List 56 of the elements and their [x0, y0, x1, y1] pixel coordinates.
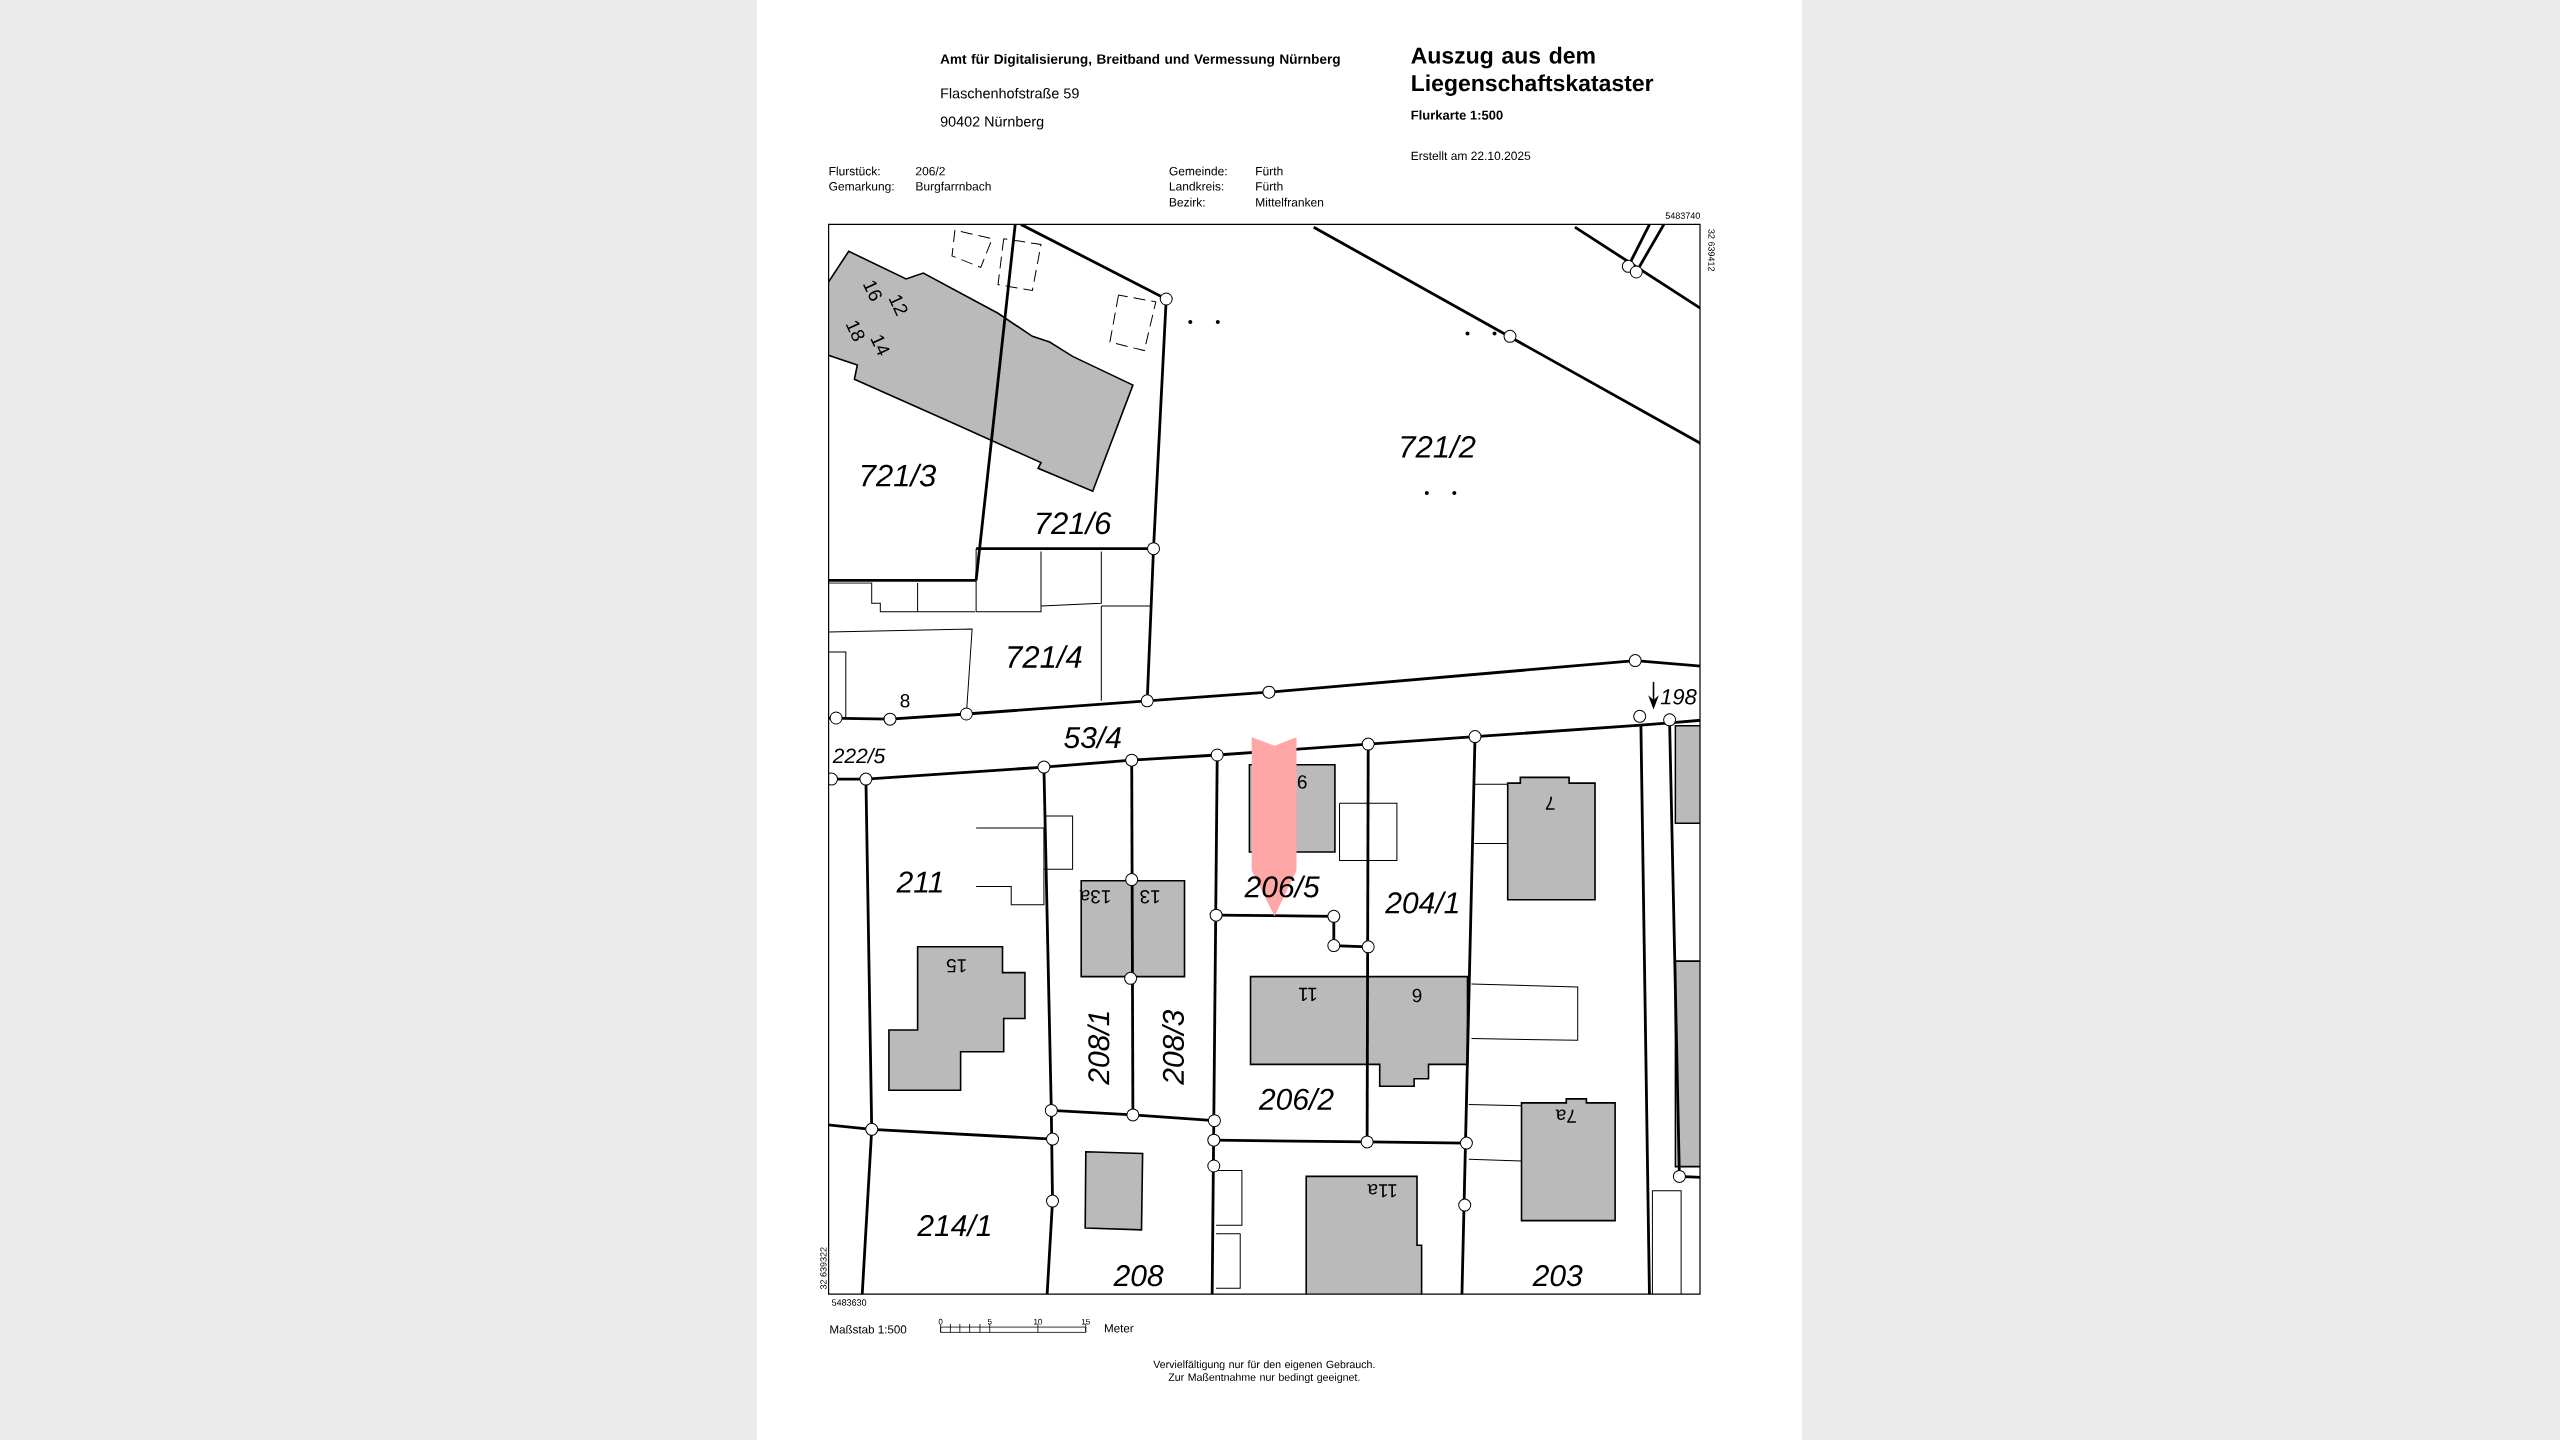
- address-line: Flaschenhofstraße 59: [941, 87, 1079, 99]
- house-number: 6: [1297, 775, 1307, 789]
- parcel-number: 721/6: [1037, 511, 1112, 535]
- house-number: 7a: [1555, 1109, 1576, 1123]
- office-name: Amt für Digitalisierung, Breitband und Vermessung Nürnberg: [940, 53, 1340, 67]
- scale-tick-label: 10: [1034, 1318, 1043, 1325]
- scale-tick-label: 0: [938, 1318, 943, 1325]
- document-title: Auszug aus dem Liegenschaftskataster: [1411, 46, 1654, 96]
- coordinate-label: 32 639322: [820, 1247, 827, 1290]
- coordinate-label: 5483740: [1665, 212, 1700, 219]
- house-number: 9: [1412, 988, 1422, 1003]
- parcel-number: 208: [1113, 1265, 1164, 1287]
- parcel-number: 53/4: [1064, 726, 1121, 749]
- field-label: Bezirk:: [1169, 197, 1205, 207]
- field-label: Gemarkung:: [829, 181, 894, 193]
- house-number: 7: [1545, 796, 1555, 810]
- unit-label: Meter: [1104, 1324, 1134, 1333]
- field-value: Mittelfranken: [1256, 197, 1324, 207]
- house-number: 18: [845, 320, 865, 342]
- house-number: 8: [900, 694, 910, 708]
- field-label: Landkreis:: [1169, 181, 1224, 191]
- parcel-number: 222/5: [832, 747, 886, 764]
- footer-note: Vervielfältigung nur für den eigenen Gebrauch. Zur Maßentnahme nur bedingt geeignet.: [1153, 1360, 1375, 1384]
- field-value: 206/2: [916, 166, 945, 176]
- parcel-number: 208/3: [1162, 1009, 1184, 1085]
- map-subtitle: Flurkarte 1:500: [1411, 110, 1503, 120]
- coordinate-label: 32 639412: [1708, 229, 1715, 271]
- house-number: 13: [1140, 890, 1160, 904]
- parcel-number: 721/4: [1008, 645, 1082, 668]
- field-value: Burgfarrnbach: [916, 181, 991, 193]
- scale-tick-label: 5: [987, 1318, 992, 1325]
- parcel-number: 211: [896, 871, 942, 893]
- field-value: Fürth: [1256, 181, 1283, 191]
- address-line: 90402 Nürnberg: [940, 116, 1044, 130]
- parcel-number: 204/1: [1385, 891, 1458, 914]
- scale-tick-label: 15: [1081, 1318, 1090, 1325]
- house-number: 11a: [1367, 1184, 1397, 1198]
- parcel-number: 214/1: [917, 1214, 990, 1237]
- parcel-number: 198: [1660, 689, 1697, 705]
- house-number: 12: [888, 295, 908, 317]
- parcel-number: 206/2: [1258, 1087, 1334, 1110]
- house-number: 16: [863, 280, 882, 301]
- house-number: 15: [946, 959, 966, 973]
- parcel-number: 721/3: [861, 463, 936, 487]
- parcel-number: 208/1: [1087, 1012, 1110, 1085]
- parcel-number: 203: [1532, 1265, 1583, 1287]
- house-number: 14: [870, 335, 890, 356]
- coordinate-label: 5483630: [831, 1299, 867, 1306]
- field-label: Flurstück:: [829, 166, 880, 176]
- date-text: Erstellt am 22.10.2025: [1411, 151, 1531, 161]
- house-number: 11: [1299, 987, 1317, 1001]
- scale-label: Maßstab 1:500: [830, 1325, 907, 1334]
- field-label: Gemeinde:: [1169, 166, 1227, 176]
- parcel-number: 721/2: [1401, 435, 1476, 458]
- field-value: Fürth: [1256, 166, 1283, 176]
- parcel-number: 206/5: [1244, 875, 1320, 898]
